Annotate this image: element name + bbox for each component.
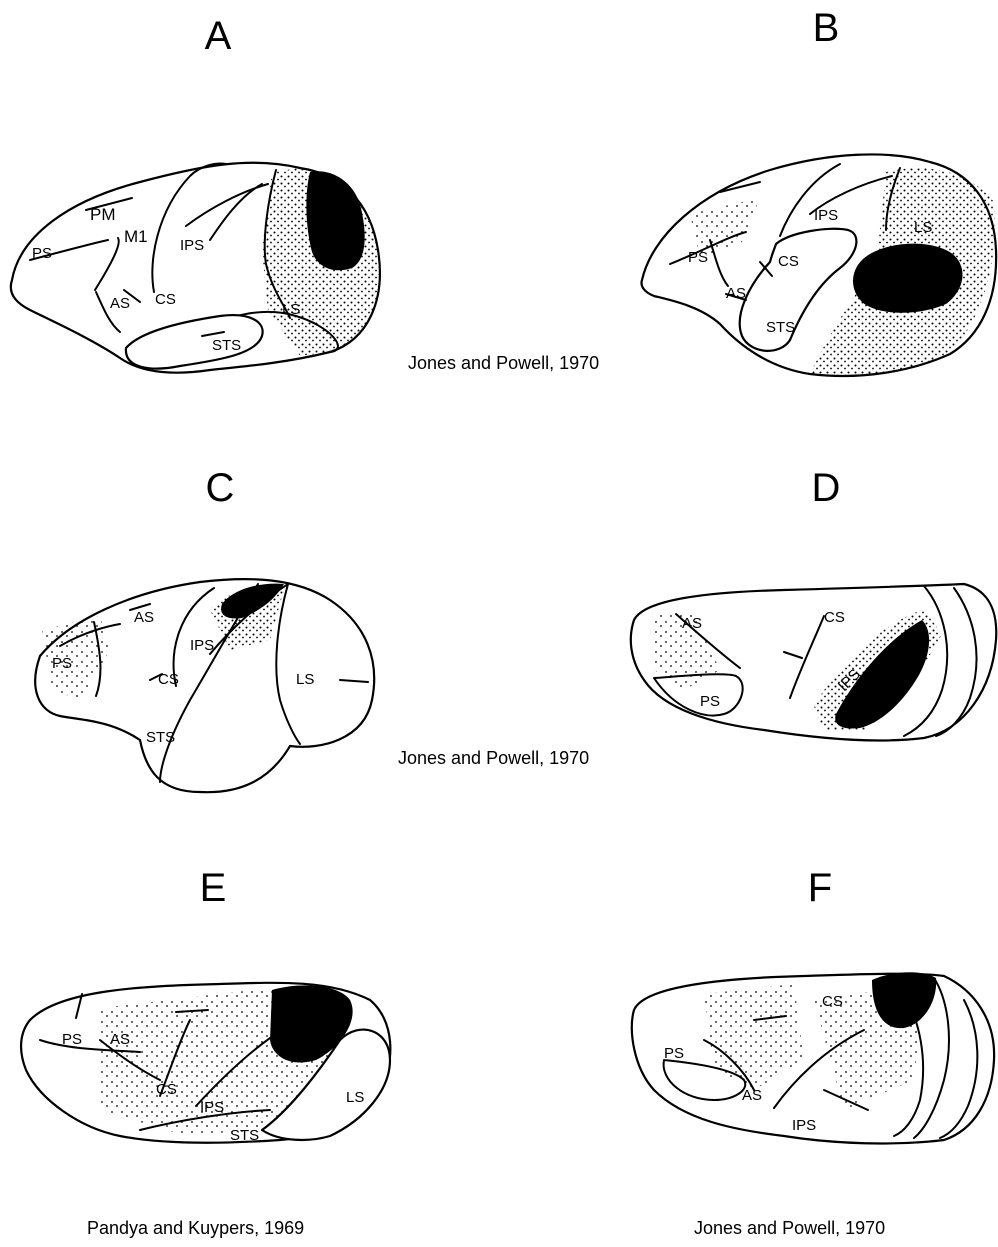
label-sts: STS [766, 319, 795, 336]
panel-letter-a: A [188, 14, 248, 59]
label-ls: LS [296, 671, 314, 688]
brain-diagram-e: PS AS CS IPS LS STS [0, 960, 400, 1160]
brain-diagram-d: AS CS IPS PS [624, 580, 998, 750]
label-ps: PS [664, 1045, 684, 1062]
label-ips: IPS [814, 207, 838, 224]
label-ls: LS [346, 1089, 364, 1106]
label-sts: STS [212, 337, 241, 354]
brain-diagram-b: PS AS CS IPS LS STS [630, 140, 998, 390]
brain-diagram-f: CS PS AS IPS [624, 960, 998, 1150]
label-m1: M1 [124, 227, 148, 246]
label-cs: CS [156, 1081, 177, 1098]
citation-cd: Jones and Powell, 1970 [398, 748, 589, 769]
label-as: AS [682, 615, 702, 632]
label-ps: PS [688, 249, 708, 266]
label-cs: CS [822, 993, 843, 1010]
label-as: AS [742, 1087, 762, 1104]
label-ips: IPS [200, 1099, 224, 1116]
label-cs: CS [158, 671, 179, 688]
label-sts: STS [146, 729, 175, 746]
citation-f: Jones and Powell, 1970 [694, 1218, 885, 1239]
panel-letter-b: B [796, 6, 856, 51]
label-ips: IPS [190, 637, 214, 654]
label-sts: STS [230, 1127, 259, 1144]
label-ips: IPS [792, 1117, 816, 1134]
label-ps: PS [700, 693, 720, 710]
citation-ab: Jones and Powell, 1970 [408, 353, 599, 374]
label-as: AS [110, 295, 130, 312]
label-ips: IPS [180, 237, 204, 254]
label-ps: PS [32, 245, 52, 262]
brain-diagram-c: AS PS IPS CS LS STS [0, 570, 390, 800]
label-cs: CS [778, 253, 799, 270]
label-ps: PS [62, 1031, 82, 1048]
label-cs: CS [155, 291, 176, 308]
brain-diagram-a: PS PM M1 IPS CS AS LS STS [0, 140, 400, 390]
citation-e: Pandya and Kuypers, 1969 [87, 1218, 304, 1239]
label-pm: PM [90, 205, 116, 224]
panel-letter-e: E [183, 866, 243, 911]
label-as: AS [134, 609, 154, 626]
label-as: AS [726, 285, 746, 302]
label-ps: PS [52, 655, 72, 672]
panel-letter-f: F [790, 866, 850, 911]
label-as: AS [110, 1031, 130, 1048]
panel-letter-d: D [796, 466, 856, 511]
label-cs: CS [824, 609, 845, 626]
label-ls: LS [914, 219, 932, 236]
panel-letter-c: C [190, 466, 250, 511]
label-ls: LS [282, 301, 300, 318]
